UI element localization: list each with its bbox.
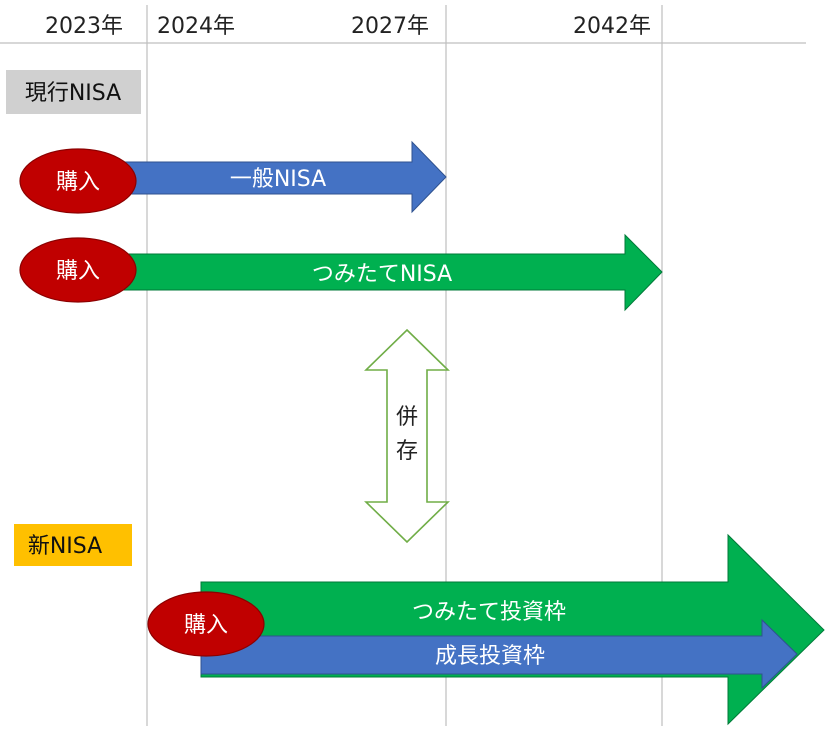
year-label-2023: 2023年 <box>45 14 123 39</box>
tsumitate-nisa-buy-oval <box>19 237 137 303</box>
new-nisa-buy-label: 購入 <box>184 613 228 638</box>
new-nisa-box <box>14 524 132 566</box>
tsumitate-nisa-label: つみたてNISA <box>312 262 452 287</box>
new-nisa-growth-label: 成長投資枠 <box>435 644 545 669</box>
tsumitate-nisa-buy-label: 購入 <box>56 259 100 284</box>
current-nisa-box <box>6 70 141 114</box>
year-label-2024: 2024年 <box>157 14 235 39</box>
general-nisa-label: 一般NISA <box>230 167 326 192</box>
new-nisa-title: 新NISA <box>28 534 102 559</box>
general-nisa-buy-oval <box>19 148 137 214</box>
new-nisa-tsumitate-label: つみたて投資枠 <box>412 600 566 625</box>
general-nisa-buy-label: 購入 <box>56 170 100 195</box>
tsumitate-nisa-arrow <box>109 233 663 312</box>
new-nisa-growth-arrow <box>200 618 798 690</box>
coexist-double-arrow <box>364 328 450 544</box>
new-nisa-buy-oval <box>147 591 265 657</box>
coexist-char-2: 存 <box>396 439 418 464</box>
year-label-2042: 2042年 <box>573 14 651 39</box>
coexist-char-1: 併 <box>396 405 418 430</box>
general-nisa-arrow <box>109 140 447 214</box>
year-label-2027: 2027年 <box>351 14 429 39</box>
current-nisa-title: 現行NISA <box>25 81 121 106</box>
new-nisa-tsumitate-arrow <box>200 533 825 726</box>
